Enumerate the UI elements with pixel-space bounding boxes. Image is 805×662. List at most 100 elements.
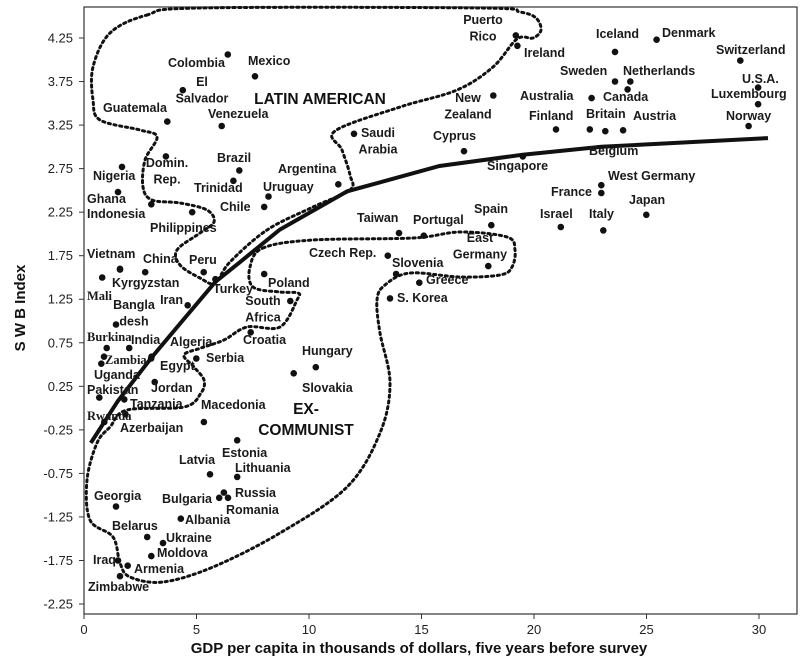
point-label: Poland <box>268 276 310 290</box>
y-tick-label: 2.25 <box>48 205 73 220</box>
point-label: Azerbaijan <box>120 421 183 435</box>
fit-curve <box>89 136 769 444</box>
point-label: Canada <box>603 90 649 104</box>
data-point <box>619 127 627 134</box>
point-label-line: Africa <box>245 311 281 325</box>
y-tick-label: 1.75 <box>48 248 73 263</box>
data-point <box>602 127 609 135</box>
point-label-line: Arabia <box>359 143 399 157</box>
point-label: Greece <box>426 273 468 287</box>
y-axis-title: S W B Index <box>12 264 29 351</box>
data-point <box>460 147 468 155</box>
point-label-line: Rico <box>469 30 496 44</box>
data-point <box>116 266 124 273</box>
point-label: Norway <box>726 109 771 123</box>
point-label: Rwanda <box>87 409 132 423</box>
data-point <box>312 363 320 371</box>
point-label: Trinidad <box>194 181 243 195</box>
point-label: Mexico <box>248 54 291 68</box>
point-label-line: Saudi <box>361 126 395 140</box>
point-label: Lithuania <box>235 461 292 475</box>
point-label: Argentina <box>278 162 337 176</box>
plot-frame <box>83 6 798 615</box>
point-label-line: New <box>455 91 481 105</box>
point-label: Nigeria <box>93 169 136 183</box>
data-point <box>627 78 634 85</box>
point-label: Cyprus <box>433 129 476 143</box>
y-tick-label: 4.25 <box>48 31 73 46</box>
point-label: Czech Rep. <box>309 246 376 260</box>
data-point <box>233 437 241 444</box>
point-label: Iceland <box>596 27 639 41</box>
data-point <box>230 177 237 185</box>
data-point <box>224 51 232 58</box>
region-label-line: COMMUNIST <box>258 422 354 439</box>
data-point <box>512 32 520 39</box>
data-point <box>737 57 744 64</box>
data-point <box>416 279 423 287</box>
data-point <box>177 515 185 522</box>
point-label: Slovakia <box>302 381 354 395</box>
data-point <box>247 329 254 336</box>
data-point <box>193 355 200 362</box>
data-point <box>125 344 133 352</box>
point-label: Uruguay <box>263 180 314 194</box>
data-point <box>179 86 187 94</box>
data-point <box>485 262 492 270</box>
data-point <box>101 418 108 426</box>
data-point <box>251 73 259 80</box>
data-point <box>143 533 151 541</box>
data-point <box>384 252 392 259</box>
point-label: Singapore <box>487 159 548 173</box>
x-axis-title: GDP per capita in thousands of dollars, … <box>191 640 648 657</box>
point-label-line: Zealand <box>444 108 491 122</box>
data-point <box>236 167 243 174</box>
point-label: Kyrgyzstan <box>112 276 179 290</box>
point-label: Iran <box>160 293 183 307</box>
point-label: Armenia <box>134 562 185 576</box>
data-point <box>212 275 219 283</box>
point-label: Taiwan <box>357 211 398 225</box>
point-label: Israel <box>540 207 573 221</box>
point-label: Egypt <box>160 359 196 373</box>
point-label: Iraq <box>93 553 116 567</box>
y-tick-label: -0.75 <box>43 466 73 481</box>
data-point <box>162 153 170 160</box>
point-label-line: Bangla <box>113 298 156 312</box>
data-point <box>200 268 207 276</box>
y-tick-label: 2.75 <box>48 161 73 176</box>
point-label: Latvia <box>179 453 216 467</box>
point-label: Estonia <box>222 446 268 460</box>
data-point <box>148 552 155 560</box>
point-label: Denmark <box>662 26 716 40</box>
point-label: Ukraine <box>166 531 212 545</box>
x-tick-label: 10 <box>302 622 316 637</box>
data-point <box>552 126 560 133</box>
point-label: Indonesia <box>87 207 146 221</box>
data-point <box>114 557 122 564</box>
data-point <box>116 572 124 580</box>
data-points <box>96 32 762 580</box>
data-point <box>260 203 268 211</box>
point-label-line: Rep. <box>153 173 180 187</box>
point-label: Vietnam <box>87 247 135 261</box>
data-point <box>514 42 521 50</box>
point-label: Chile <box>220 200 251 214</box>
y-tick-label: 1.25 <box>48 292 73 307</box>
data-point <box>600 227 607 234</box>
region-label: EX-COMMUNIST <box>258 401 354 439</box>
point-label-line: Domin. <box>146 156 188 170</box>
latin-american-outline <box>89 5 543 286</box>
point-label: Turkey <box>213 282 253 296</box>
y-tick-label: -2.25 <box>43 597 73 612</box>
point-label: Switzerland <box>716 43 785 57</box>
point-label: Slovenia <box>392 256 444 270</box>
point-label: Bulgaria <box>162 492 213 506</box>
point-label-line: Puerto <box>463 13 503 27</box>
data-point <box>151 378 158 386</box>
y-tick-label: 0.75 <box>48 335 73 350</box>
